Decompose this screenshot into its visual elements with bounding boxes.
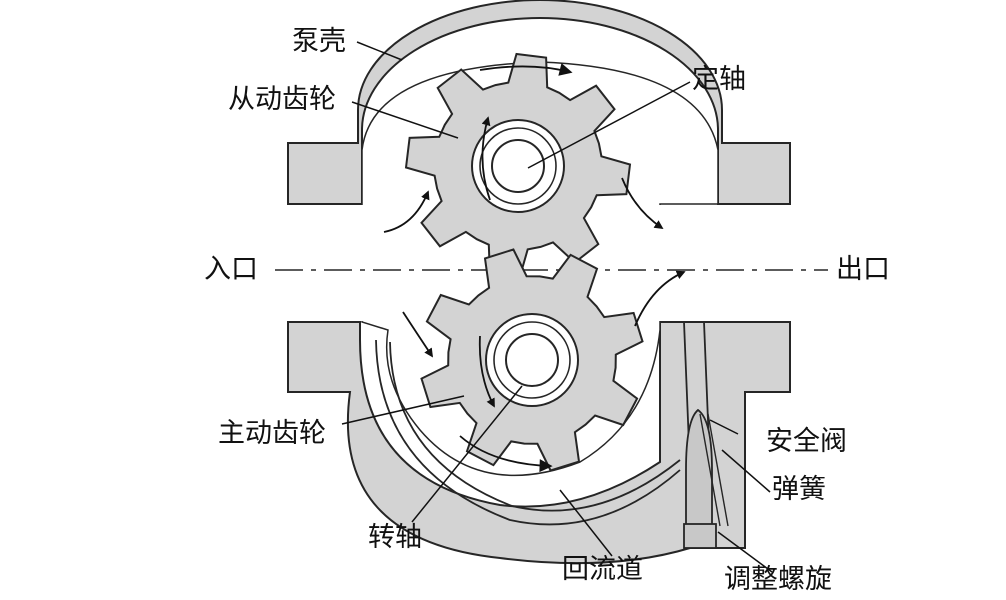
label-inlet: 入口 <box>204 254 258 285</box>
flow-arrows <box>383 63 686 473</box>
label-rotating-shaft: 转轴 <box>368 522 422 553</box>
driven-gear <box>404 52 632 280</box>
label-driven-gear: 从动齿轮 <box>228 84 336 115</box>
label-fixed-shaft: 定轴 <box>692 64 746 95</box>
leader-lines <box>341 41 773 573</box>
label-driving-gear: 主动齿轮 <box>218 418 326 449</box>
label-pump-casing: 泵壳 <box>292 26 346 57</box>
label-return-channel: 回流道 <box>562 554 643 585</box>
safety-valve <box>683 408 729 549</box>
label-adjusting-screw: 调整螺旋 <box>724 564 832 595</box>
label-safety-valve: 安全阀 <box>766 426 847 457</box>
label-outlet: 出口 <box>836 254 890 285</box>
driving-gear <box>420 248 644 472</box>
label-spring: 弹簧 <box>772 474 826 505</box>
pump-casing <box>287 0 791 565</box>
